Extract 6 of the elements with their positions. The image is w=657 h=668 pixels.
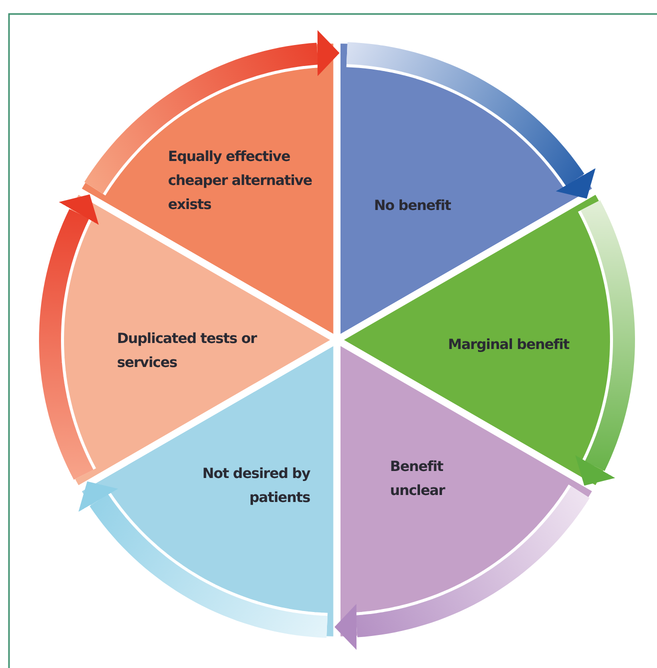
sector-label: Benefit unclear xyxy=(390,458,446,501)
sector-label: No benefit xyxy=(374,197,452,216)
sector-label: Marginal benefit xyxy=(448,336,570,355)
sector-label: Not desired by patients xyxy=(201,465,310,508)
sector-label: Equally effective cheaper alternative exists xyxy=(168,148,313,215)
sector-label: Duplicated tests or services xyxy=(117,330,258,373)
